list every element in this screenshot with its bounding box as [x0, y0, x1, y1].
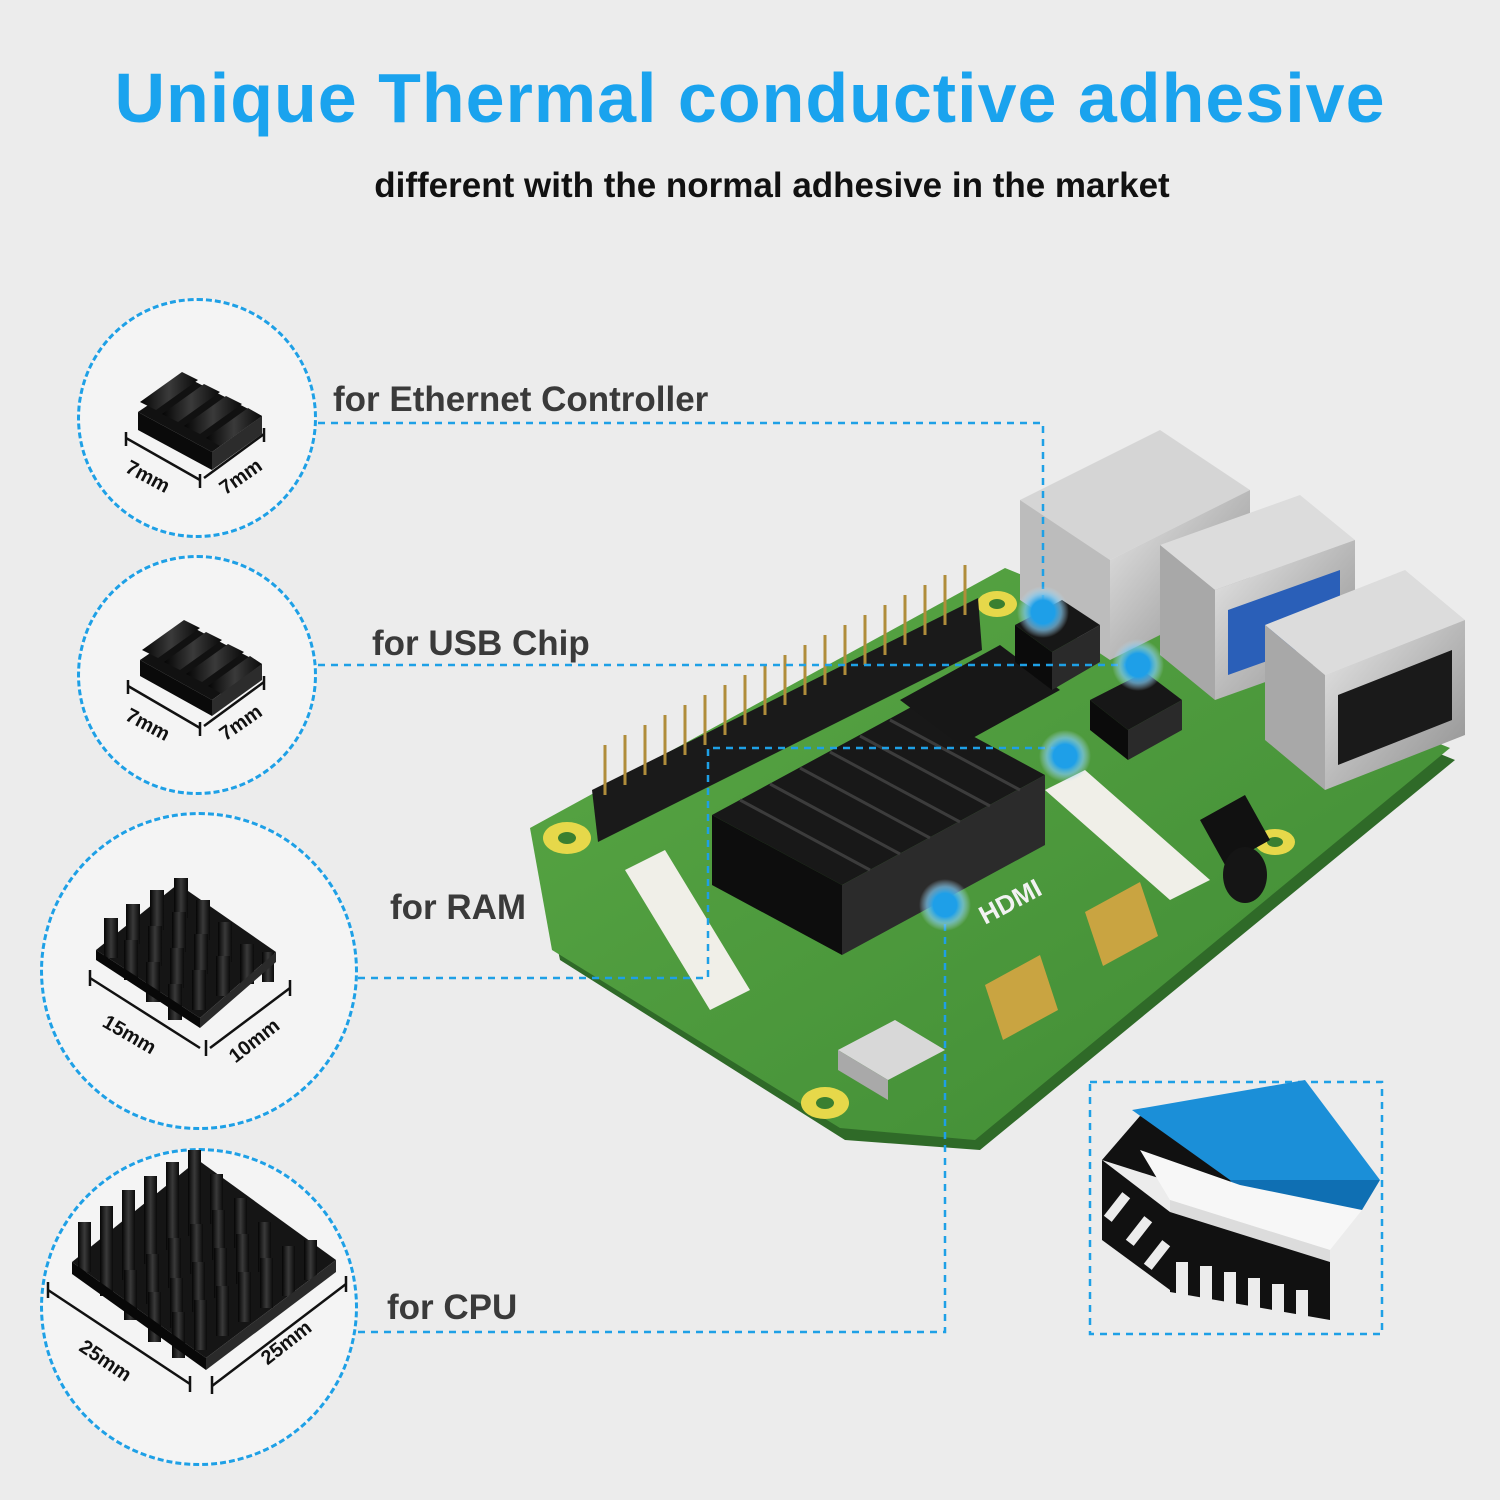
- heatsink-15x10mm-icon: [96, 878, 276, 1028]
- thermal-adhesive-pad-icon: [1102, 1080, 1380, 1324]
- raspberry-pi-board: [530, 430, 1465, 1150]
- page-title: Unique Thermal conductive adhesive: [114, 59, 1386, 137]
- heatsink-25mm-icon: [72, 1150, 336, 1370]
- callout-dots: [919, 586, 1164, 931]
- label-ethernet-controller: for Ethernet Controller: [333, 380, 709, 419]
- heatsink-7mm-icon: [138, 372, 262, 470]
- label-usb-chip: for USB Chip: [372, 624, 590, 663]
- label-cpu: for CPU: [387, 1288, 518, 1327]
- label-ram: for RAM: [390, 888, 527, 927]
- heatsink-7mm-icon: [140, 620, 262, 716]
- heatsink-circle-ethernet: [77, 298, 317, 538]
- page-subtitle: different with the normal adhesive in th…: [374, 166, 1170, 205]
- dimension-lines: [46, 428, 348, 1394]
- adhesive-callout-box: [1088, 1080, 1384, 1336]
